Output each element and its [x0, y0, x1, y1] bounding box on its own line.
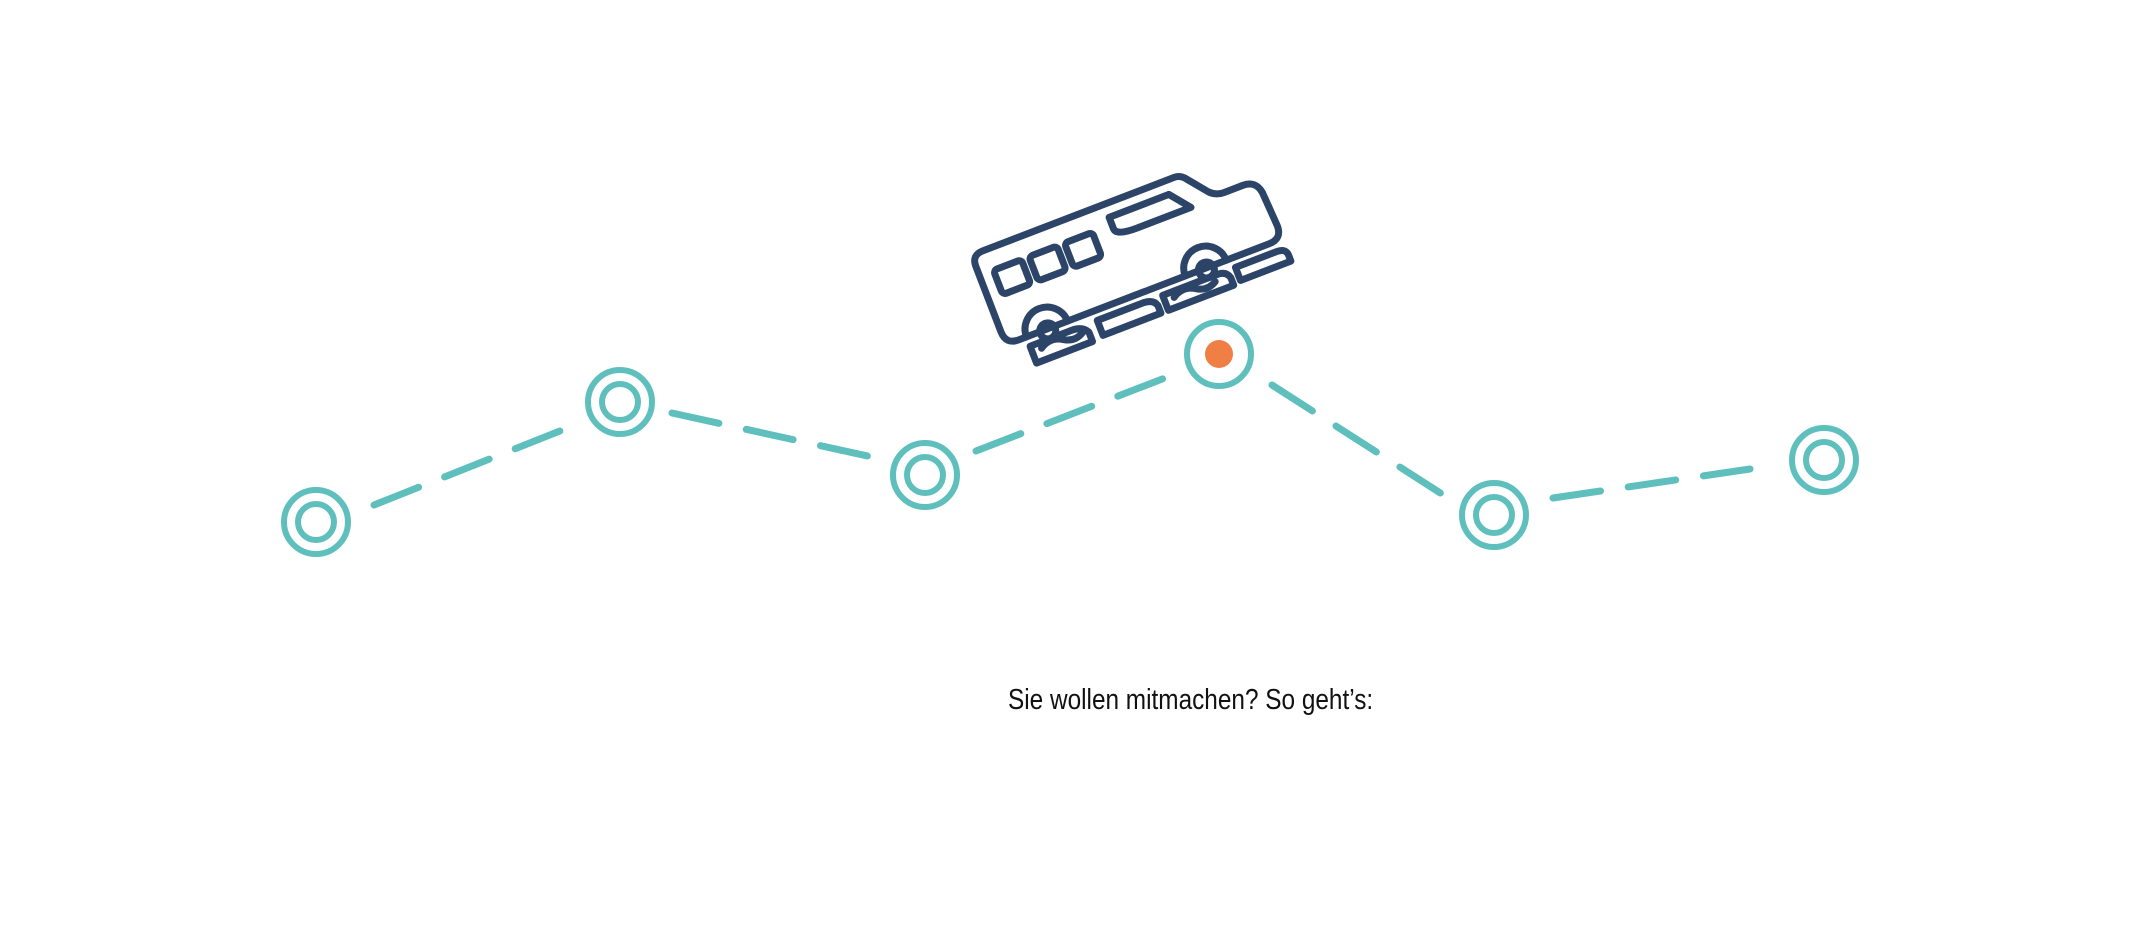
cta-heading: Sie wollen mitmachen? So geht’s:	[1008, 684, 1374, 716]
waypoint-6	[1789, 425, 1859, 495]
route-segment-1	[370, 425, 569, 509]
route-segment-5	[1549, 465, 1754, 502]
waypoint-3	[890, 440, 960, 510]
target-ring-icon	[1789, 425, 1859, 495]
target-ring-icon	[890, 440, 960, 510]
waypoint-1	[281, 487, 351, 557]
waypoint-2	[585, 367, 655, 437]
target-ring-icon	[1459, 480, 1529, 550]
target-ring-icon	[585, 367, 655, 437]
route-path	[370, 372, 1754, 509]
route-segment-2	[668, 409, 876, 461]
active-dot	[1205, 340, 1233, 368]
target-ring-icon	[281, 487, 351, 557]
route-segment-4	[1268, 381, 1449, 500]
waypoint-4-active	[1184, 319, 1254, 389]
route-segment-3	[972, 372, 1174, 455]
target-ring-icon	[1184, 319, 1254, 389]
bus-icon	[971, 172, 1295, 367]
waypoint-5	[1459, 480, 1529, 550]
